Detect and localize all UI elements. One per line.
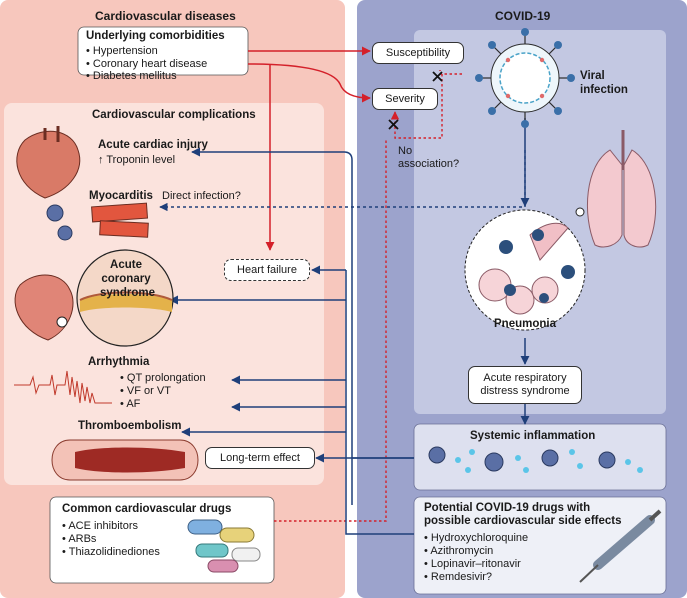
covid-drugs-list: Hydroxychloroquine Azithromycin Lopinavi… (424, 532, 528, 584)
covid-drug-item: Hydroxychloroquine (424, 532, 528, 545)
acute-cardiac-injury-label: Acute cardiac injury (98, 139, 208, 151)
arrhythmia-label: Arrhythmia (88, 356, 150, 368)
dotted-drugs-severity (274, 140, 387, 522)
arrhythmia-list: QT prolongation VF or VT AF (120, 372, 206, 411)
heart-icon-injury (16, 126, 81, 199)
covid-drugs-title: Potential COVID-19 drugs with possible c… (424, 502, 622, 527)
troponin-label: ↑ Troponin level (98, 154, 176, 166)
long-term-effect-box: Long-term effect (205, 447, 315, 469)
systemic-inflammation-label: Systemic inflammation (470, 430, 596, 442)
drug-item: ACE inhibitors (62, 520, 160, 533)
arrhythmia-item: AF (120, 398, 206, 411)
cross-icon-2 (388, 119, 399, 130)
comorbidity-item: Coronary heart disease (86, 58, 207, 71)
covid-drug-item: Remdesivir? (424, 571, 528, 584)
pneumonia-label: Pneumonia (494, 318, 556, 330)
cross-icon-1 (432, 71, 443, 82)
dotted-to-severity (390, 74, 443, 139)
lungs-icon (586, 130, 657, 248)
covid-drug-item: Azithromycin (424, 545, 528, 558)
virus-icon (475, 28, 575, 128)
pneumonia-icon (464, 209, 586, 331)
vessel-icon (76, 249, 174, 347)
left-panel-title: Cardiovascular diseases (95, 9, 236, 23)
susceptibility-box: Susceptibility (372, 42, 464, 64)
comorbidities-list: Hypertension Coronary heart disease Diab… (86, 45, 207, 83)
syringe-icon (579, 509, 662, 583)
comorbidity-item: Diabetes mellitus (86, 70, 207, 83)
inflammation-cells-icon (428, 446, 616, 472)
complications-title: Cardiovascular complications (92, 109, 256, 121)
comorbidities-title: Underlying comorbidities (86, 30, 225, 42)
drugs-title: Common cardiovascular drugs (62, 503, 232, 515)
comorbidity-item: Hypertension (86, 45, 207, 58)
viral-infection-label: Viral infection (580, 70, 628, 96)
severity-box: Severity (372, 88, 438, 110)
arrow-comorbidities-severity (247, 63, 371, 103)
direct-infection-label: Direct infection? (162, 190, 241, 202)
vessel-clot-icon (51, 439, 199, 481)
no-association-label: No association? (398, 145, 460, 170)
myocarditis-icon (46, 202, 149, 241)
heart-failure-box: Heart failure (224, 259, 310, 281)
link-covid-drugs-bus (345, 270, 414, 535)
arrhythmia-item: QT prolongation (120, 372, 206, 385)
inflammation-panel (413, 423, 667, 491)
ards-box: Acute respiratory distress syndrome (468, 366, 582, 404)
cytokine-dots (455, 449, 643, 473)
drug-item: Thiazolidinediones (62, 546, 160, 559)
pills-icon (187, 519, 261, 573)
lung-magnify-dot (575, 207, 585, 217)
arrow-to-cardiac-injury (191, 147, 353, 505)
thromboembolism-label: Thromboembolism (78, 420, 182, 432)
covid-drug-item: Lopinavir–ritonavir (424, 558, 528, 571)
drug-item: ARBs (62, 533, 160, 546)
heart-icon-acs (14, 274, 74, 341)
arrhythmia-item: VF or VT (120, 385, 206, 398)
acs-label: Acute coronary syndrome (100, 259, 155, 299)
ecg-trace (14, 370, 112, 404)
right-panel-title: COVID-19 (495, 9, 551, 23)
myocarditis-label: Myocarditis (89, 190, 153, 202)
drugs-list: ACE inhibitors ARBs Thiazolidinediones (62, 520, 160, 559)
